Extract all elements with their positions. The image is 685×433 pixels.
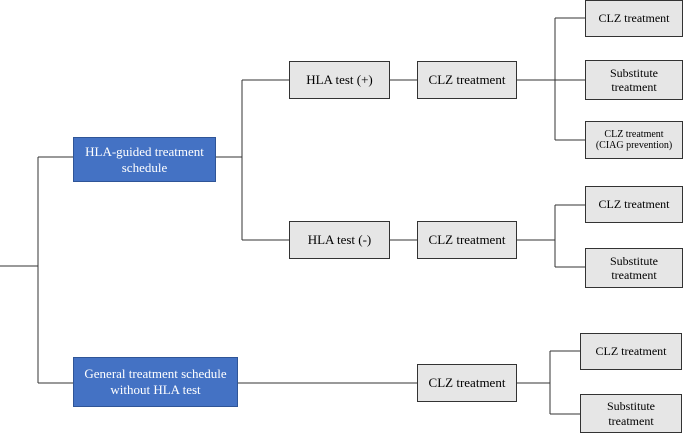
connector-general-outcomes bbox=[517, 350, 580, 415]
general-schedule-box: General treatment schedule without HLA t… bbox=[73, 357, 238, 407]
clz-treatment-positive-box: CLZ treatment bbox=[417, 61, 517, 99]
hla-test-negative-box: HLA test (-) bbox=[289, 221, 390, 259]
hla-test-positive-box: HLA test (+) bbox=[289, 61, 390, 99]
connector-pos-outcomes bbox=[517, 17, 585, 141]
connector-neg-outcomes bbox=[517, 204, 585, 268]
general-outcome-clz-box: CLZ treatment bbox=[580, 333, 682, 370]
negative-outcome-substitute-box: Substitute treatment bbox=[585, 248, 683, 288]
connector-root bbox=[0, 156, 73, 384]
connector-hla-guided bbox=[216, 79, 289, 241]
clz-treatment-general-box: CLZ treatment bbox=[417, 364, 517, 402]
positive-outcome-substitute-box: Substitute treatment bbox=[585, 60, 683, 100]
hla-guided-schedule-box: HLA-guided treatment schedule bbox=[73, 137, 216, 182]
clz-treatment-negative-box: CLZ treatment bbox=[417, 221, 517, 259]
positive-outcome-clz-ciag-box: CLZ treatment (CIAG prevention) bbox=[585, 121, 683, 159]
general-outcome-substitute-box: Substitute treatment bbox=[580, 394, 682, 433]
positive-outcome-clz-box: CLZ treatment bbox=[585, 0, 683, 37]
negative-outcome-clz-box: CLZ treatment bbox=[585, 186, 683, 223]
